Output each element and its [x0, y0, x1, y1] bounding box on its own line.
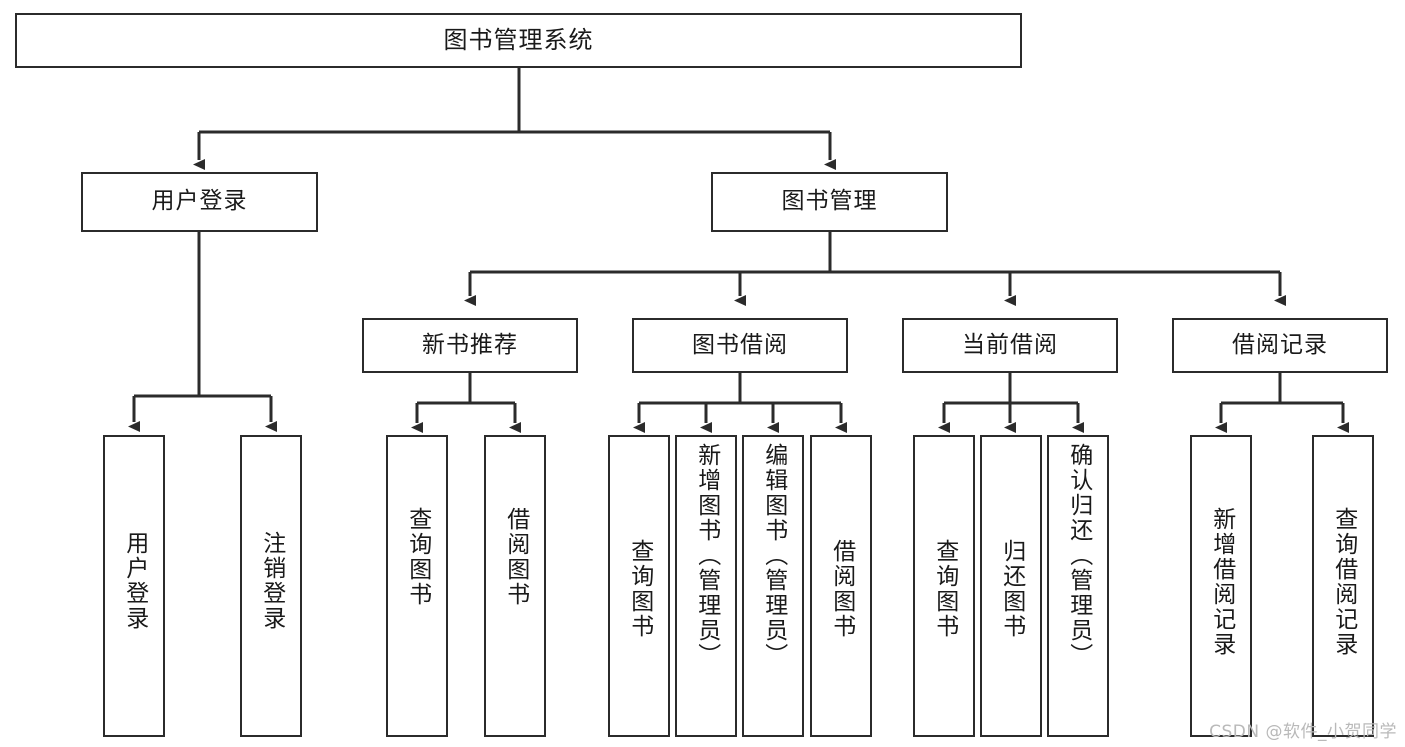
leaf-label: 注销登录	[258, 531, 285, 631]
leaf-borrow-book-recommend[interactable]: 借阅图书	[484, 435, 546, 737]
leaf-label: 查询图书	[404, 507, 431, 607]
node-user-login[interactable]: 用户登录	[81, 172, 318, 232]
leaf-label: 新增借阅记录	[1208, 507, 1235, 657]
leaf-add-borrow-record[interactable]: 新增借阅记录	[1190, 435, 1252, 737]
leaf-borrow-book-borrow[interactable]: 借阅图书	[810, 435, 872, 737]
leaf-label: 用户登录	[121, 531, 148, 631]
node-book-borrowing[interactable]: 图书借阅	[632, 318, 848, 373]
node-root-system[interactable]: 图书管理系统	[15, 13, 1022, 68]
leaf-label: 编辑图书（管理员）	[760, 443, 787, 668]
node-borrowing-record[interactable]: 借阅记录	[1172, 318, 1388, 373]
leaf-return-book[interactable]: 归还图书	[980, 435, 1042, 737]
leaf-user-login[interactable]: 用户登录	[103, 435, 165, 737]
leaf-label: 查询图书	[626, 539, 653, 639]
leaf-edit-book-admin[interactable]: 编辑图书（管理员）	[742, 435, 804, 737]
leaf-query-borrow-record[interactable]: 查询借阅记录	[1312, 435, 1374, 737]
node-new-book-recommendation[interactable]: 新书推荐	[362, 318, 578, 373]
leaf-logout[interactable]: 注销登录	[240, 435, 302, 737]
leaf-add-book-admin[interactable]: 新增图书（管理员）	[675, 435, 737, 737]
leaf-label: 新增图书（管理员）	[693, 443, 720, 668]
leaf-label: 借阅图书	[828, 539, 855, 639]
leaf-label: 借阅图书	[502, 507, 529, 607]
leaf-query-book-recommend[interactable]: 查询图书	[386, 435, 448, 737]
leaf-query-book-borrow[interactable]: 查询图书	[608, 435, 670, 737]
watermark-text: CSDN @软件_小贺同学	[1209, 722, 1397, 742]
leaf-label: 确认归还（管理员）	[1065, 443, 1092, 668]
node-book-management[interactable]: 图书管理	[711, 172, 948, 232]
leaf-query-book-current[interactable]: 查询图书	[913, 435, 975, 737]
leaf-confirm-return-admin[interactable]: 确认归还（管理员）	[1047, 435, 1109, 737]
leaf-label: 查询图书	[931, 539, 958, 639]
node-current-borrowing[interactable]: 当前借阅	[902, 318, 1118, 373]
leaf-label: 查询借阅记录	[1330, 507, 1357, 657]
leaf-label: 归还图书	[998, 539, 1025, 639]
